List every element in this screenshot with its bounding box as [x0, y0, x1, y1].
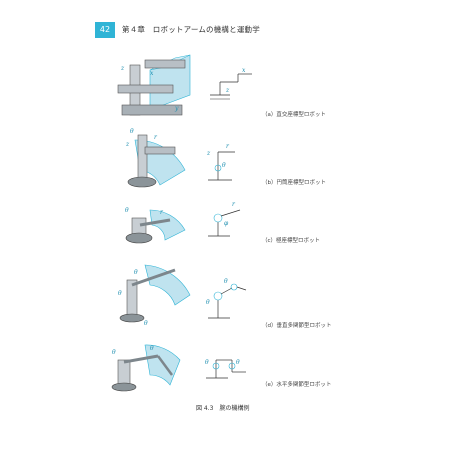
figure-caption: 図 4.3 腕の機構例	[196, 405, 250, 412]
scara-robot-illustration: θ θ	[111, 344, 181, 392]
vertical-articulated-robot-symbol: θ θ	[206, 278, 247, 319]
svg-text:θ: θ	[118, 290, 122, 297]
svg-text:θ: θ	[112, 349, 116, 356]
svg-text:z: z	[120, 65, 125, 72]
svg-text:z: z	[225, 87, 230, 94]
svg-text:θ: θ	[236, 359, 240, 366]
cylindrical-robot-illustration: z r θ	[125, 128, 186, 188]
caption-c: （c）極座標型ロボット	[262, 238, 321, 244]
caption-b: （b）円筒座標型ロボット	[262, 180, 326, 186]
svg-text:r: r	[232, 201, 236, 208]
svg-text:θ: θ	[224, 278, 228, 285]
svg-text:θ: θ	[206, 299, 210, 306]
cartesian-robot-illustration: z x y	[117, 54, 191, 116]
scara-robot-symbol: θ θ	[205, 359, 246, 379]
svg-text:θ: θ	[222, 162, 226, 169]
svg-text:θ: θ	[150, 345, 154, 352]
svg-text:r: r	[160, 209, 164, 216]
caption-a: （a）直交座標型ロボット	[262, 112, 326, 118]
caption-e: （e）水平多関節型ロボット	[262, 382, 332, 388]
caption-d: （d）垂直多関節型ロボット	[262, 323, 332, 329]
svg-text:z: z	[206, 150, 211, 157]
svg-text:θ: θ	[205, 359, 209, 366]
cartesian-robot-symbol: z x	[210, 67, 252, 100]
svg-text:r: r	[154, 134, 158, 141]
chapter-title: 第４章 ロボットアームの機構と運動学	[122, 25, 260, 34]
svg-text:φ: φ	[224, 220, 229, 227]
svg-text:z: z	[125, 141, 130, 148]
svg-text:x: x	[242, 67, 246, 74]
polar-robot-symbol: φ r	[208, 201, 241, 237]
svg-text:y: y	[174, 105, 179, 112]
cylindrical-robot-symbol: z r θ	[206, 143, 235, 181]
svg-text:θ: θ	[144, 320, 148, 327]
svg-text:x: x	[150, 70, 154, 77]
polar-robot-illustration: θ r	[125, 207, 186, 244]
svg-text:θ: θ	[134, 269, 138, 276]
vertical-articulated-robot-illustration: θ θ θ	[118, 264, 191, 327]
page-number: 42	[95, 22, 115, 38]
svg-text:θ: θ	[130, 128, 134, 135]
svg-text:θ: θ	[125, 207, 129, 214]
svg-text:r: r	[226, 143, 230, 150]
